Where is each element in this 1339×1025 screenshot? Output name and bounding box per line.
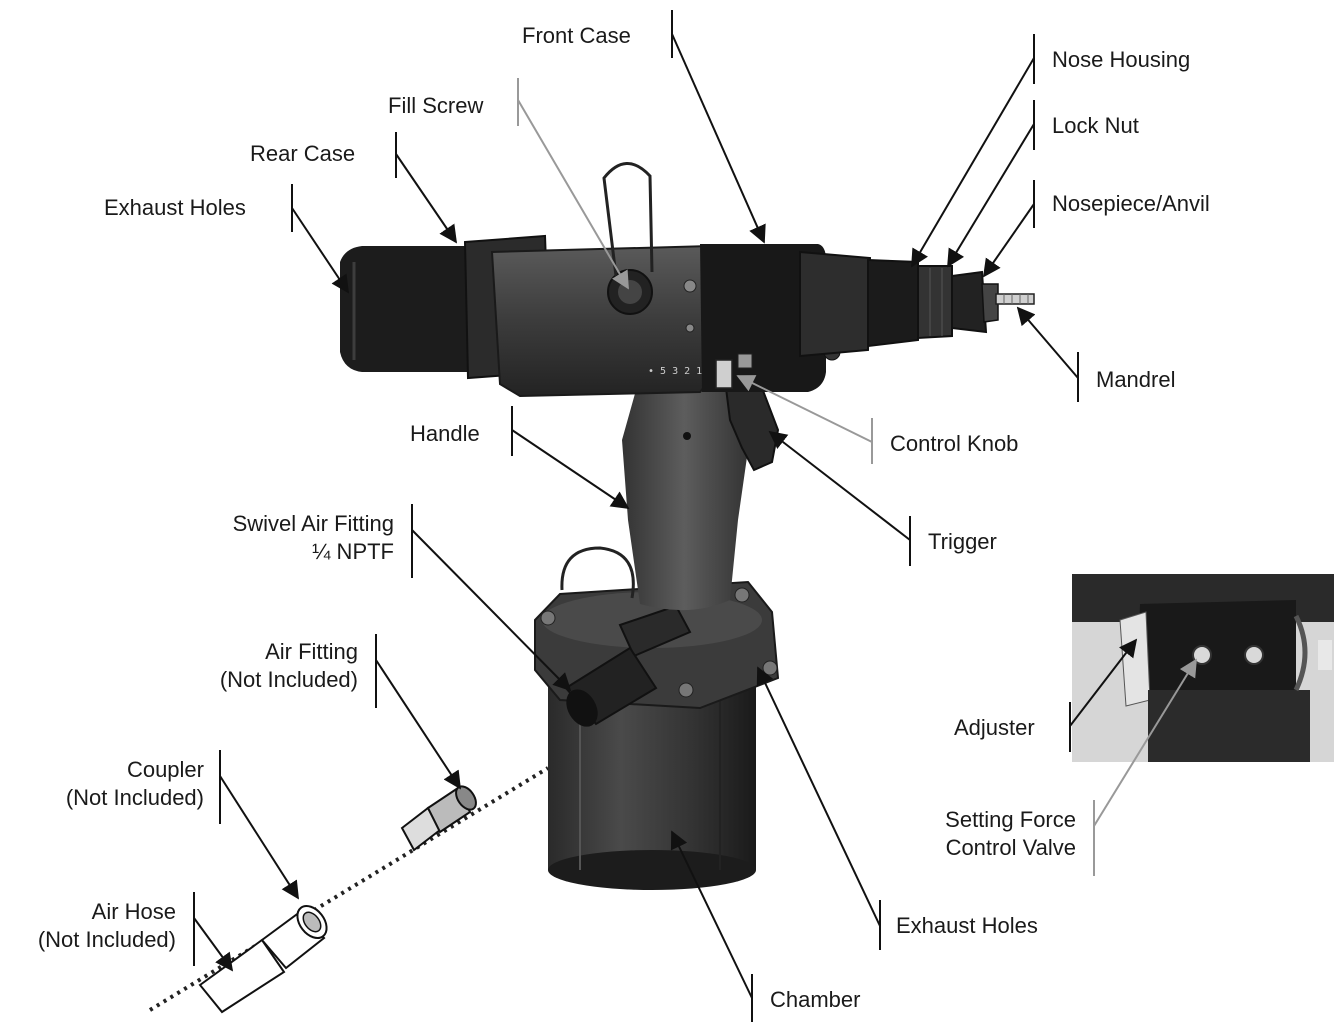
lock-nut [917, 265, 953, 340]
air-hose-line-2: (Not Included) [37, 927, 176, 952]
air-hose-label: Air Hose (Not Included) [2, 898, 176, 954]
setting-force-label: Setting Force Control Valve [900, 806, 1076, 862]
leader-lines [193, 10, 1197, 1022]
setting-line-1: Setting Force [945, 807, 1076, 832]
nosepiece [951, 270, 999, 334]
air-hose [198, 938, 286, 1014]
coupler-label: Coupler (Not Included) [30, 756, 204, 812]
air-hose-line-1: Air Hose [91, 899, 176, 924]
air-fitting [400, 785, 477, 852]
main-housing: • 5 3 2 1 [340, 162, 841, 398]
handle [622, 390, 760, 611]
front-case-label: Front Case [522, 23, 631, 48]
nosepiece-anvil-label: Nosepiece/Anvil [1052, 191, 1210, 216]
swivel-air-fitting-label: Swivel Air Fitting ¼ NPTF [196, 510, 394, 566]
mandrel [995, 293, 1035, 305]
exhaust-holes-bottom-label: Exhaust Holes [896, 913, 1038, 938]
trigger-label: Trigger [928, 529, 997, 554]
handle-label: Handle [410, 421, 480, 446]
nose-housing-label: Nose Housing [1052, 47, 1191, 72]
lock-nut-label: Lock Nut [1052, 113, 1139, 138]
swivel-line-1: Swivel Air Fitting [232, 511, 394, 536]
trigger [724, 387, 780, 472]
air-fitting-label: Air Fitting (Not Included) [196, 638, 358, 694]
coupler [260, 905, 328, 970]
air-fitting-line-1: Air Fitting [265, 639, 358, 664]
nose-housing [799, 250, 919, 358]
coupler-line-2: (Not Included) [65, 785, 204, 810]
svg-text:• 5 3 2 1: • 5 3 2 1 [648, 366, 702, 377]
chamber-label: Chamber [770, 987, 861, 1012]
adjuster-label: Adjuster [954, 715, 1035, 740]
control-knob-label: Control Knob [890, 431, 1019, 456]
air-hose-assembly [148, 766, 550, 1014]
rear-case-label: Rear Case [250, 141, 356, 166]
mandrel-label: Mandrel [1096, 367, 1176, 392]
swivel-air-fitting [564, 604, 692, 727]
fill-screw-label: Fill Screw [388, 93, 484, 118]
exhaust-holes-top-label: Exhaust Holes [104, 195, 246, 220]
inset-photo [1072, 574, 1334, 762]
swivel-line-2: ¼ NPTF [312, 539, 394, 564]
air-fitting-line-2: (Not Included) [219, 667, 358, 692]
setting-line-2: Control Valve [945, 835, 1076, 860]
coupler-line-1: Coupler [126, 757, 204, 782]
